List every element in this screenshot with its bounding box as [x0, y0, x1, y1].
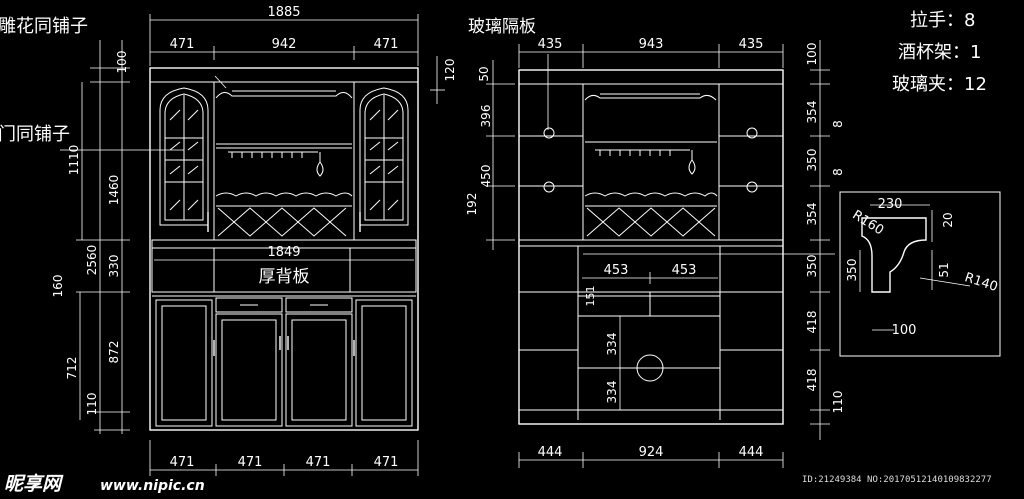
dim-total-width: 1885 — [267, 5, 300, 20]
left-glass-door — [159, 87, 209, 232]
front-cabinet-outline — [149, 67, 419, 431]
sec-r354a: 354 — [805, 101, 819, 124]
sec-h453a: 453 — [604, 263, 629, 278]
sec-r350b: 350 — [805, 255, 819, 278]
section-outline — [518, 69, 784, 425]
legend-glass-clip: 玻璃夹：12 — [892, 74, 987, 95]
front-middle-band — [151, 239, 417, 293]
sec-r100: 100 — [805, 43, 819, 66]
wine-glass-icon — [316, 152, 324, 177]
sec-top-right: 435 — [739, 37, 764, 52]
dim-v-330: 330 — [107, 255, 121, 278]
dim-bottom-2: 471 — [238, 455, 263, 470]
legend-cup-rack: 酒杯架：1 — [898, 42, 981, 63]
legend-handle: 拉手：8 — [910, 10, 975, 31]
sec-h450: 450 — [479, 165, 493, 188]
profile-h20: 20 — [941, 212, 955, 227]
sec-h120: 120 — [443, 59, 457, 82]
sec-h334b: 334 — [605, 381, 619, 404]
profile-h51: 51 — [937, 262, 951, 277]
front-top-dimensions — [149, 14, 419, 476]
dim-v-110: 110 — [85, 393, 99, 416]
thick-back-panel-label: 厚背板 — [259, 267, 310, 287]
section-dimensions — [430, 40, 835, 468]
dim-v-upper: 1110 — [67, 145, 81, 176]
sec-r8a: 8 — [831, 120, 845, 128]
front-elevation — [60, 67, 419, 431]
dim-top-left: 471 — [170, 37, 195, 52]
profile-w230: 230 — [878, 197, 903, 212]
sec-bottom-left: 444 — [538, 445, 563, 460]
dim-v-872: 872 — [107, 341, 121, 364]
dim-top-mid: 942 — [272, 37, 297, 52]
sec-top-mid: 943 — [639, 37, 664, 52]
sec-h50: 50 — [477, 66, 491, 81]
sec-r350a: 350 — [805, 149, 819, 172]
watermark-brand: 昵享网 — [4, 473, 64, 495]
sec-top-left: 435 — [538, 37, 563, 52]
section-view — [518, 69, 784, 425]
dim-v-160: 160 — [51, 275, 65, 298]
profile-r160: R160 — [850, 208, 887, 239]
glass-clip-icon — [543, 127, 555, 139]
dim-bottom-4: 471 — [374, 455, 399, 470]
dim-v-top: 100 — [115, 51, 129, 74]
sec-r110: 110 — [831, 391, 845, 414]
dim-bottom-3: 471 — [306, 455, 331, 470]
profile-detail — [839, 191, 1001, 357]
dim-inner-width: 1849 — [267, 245, 300, 260]
sec-h192: 192 — [465, 193, 479, 216]
front-side-dimensions — [76, 40, 130, 434]
dim-bottom-1: 471 — [170, 455, 195, 470]
sec-bottom-right: 444 — [739, 445, 764, 460]
watermark-id: ID:21249384 NO:20170512140109832277 — [802, 475, 992, 485]
carved-same-shop-label: 雕花同铺子 — [0, 16, 88, 37]
dim-v-upper2: 1460 — [107, 175, 121, 206]
front-lower-cabinet — [152, 295, 416, 427]
sec-r418b: 418 — [805, 369, 819, 392]
sec-bottom-mid: 924 — [639, 445, 664, 460]
sec-r418a: 418 — [805, 311, 819, 334]
profile-h350: 350 — [845, 259, 859, 282]
profile-w100: 100 — [892, 323, 917, 338]
sec-r354b: 354 — [805, 203, 819, 226]
watermark-site: www.nipic.cn — [100, 478, 205, 494]
profile-r140: R140 — [963, 270, 1000, 295]
sec-h334a: 334 — [605, 333, 619, 356]
sec-h453b: 453 — [672, 263, 697, 278]
dim-v-total: 2560 — [85, 245, 99, 276]
front-center-section — [213, 82, 355, 240]
right-glass-door — [359, 87, 409, 232]
sec-r8b: 8 — [831, 168, 845, 176]
door-same-shop-label: 门同铺子 — [0, 124, 70, 145]
glass-shelf-label: 玻璃隔板 — [468, 17, 536, 37]
dim-top-right: 471 — [374, 37, 399, 52]
sec-h151: 151 — [584, 286, 597, 307]
sec-h396: 396 — [479, 105, 493, 128]
dim-v-712: 712 — [65, 357, 79, 380]
